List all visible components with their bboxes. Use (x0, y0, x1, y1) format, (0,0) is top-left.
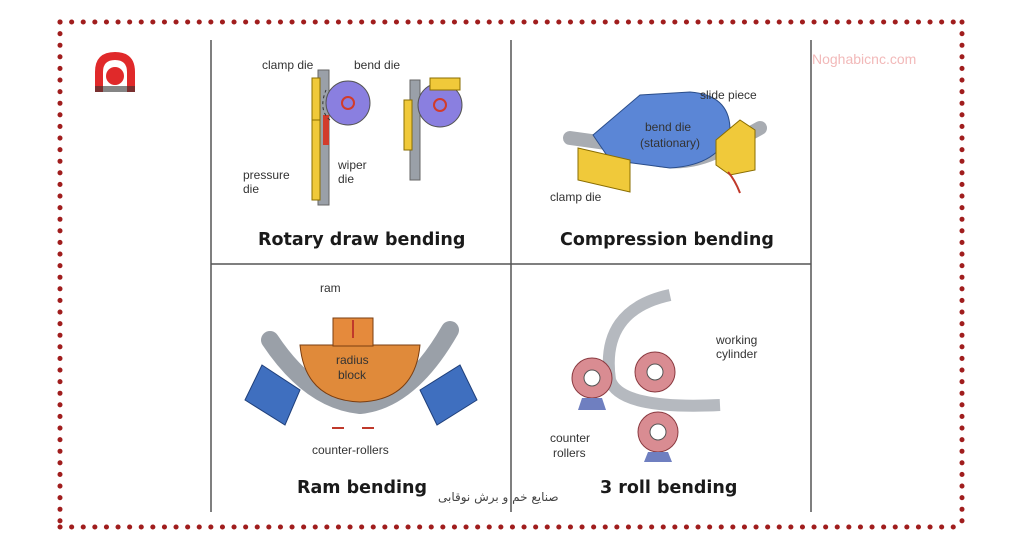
label-working: working (716, 333, 758, 347)
label-counter-rollers: counter-rollers (312, 443, 389, 457)
label-compression-clamp-die: clamp die (550, 190, 602, 204)
label-wiper-die: wiper die (338, 158, 367, 186)
label-clamp-die: clamp die (262, 58, 314, 72)
title-compression: Compression bending (560, 230, 774, 250)
label-compression-bend-die: bend die (645, 120, 692, 134)
label-radius: radius (336, 353, 369, 367)
label-cylinder: cylinder (716, 347, 758, 361)
watermark-text: Noghabicnc.com (812, 51, 917, 67)
title-rotary: Rotary draw bending (258, 230, 466, 250)
rotary-draw-illustration (311, 69, 463, 206)
persian-caption: صنایع خم و برش نوقابی (438, 490, 559, 504)
compression-illustration (563, 91, 767, 194)
three-roll-illustration (571, 289, 721, 462)
label-stationary: (stationary) (640, 136, 701, 150)
label-ram: ram (320, 281, 341, 295)
title-three-roll: 3 roll bending (600, 478, 738, 498)
label-pressure-die: pressure die (243, 168, 290, 196)
label-bend-die: bend die (354, 58, 401, 72)
dotted-border (57, 19, 965, 530)
label-counter: counter (550, 431, 591, 445)
label-block: block (338, 368, 367, 382)
title-ram: Ram bending (297, 478, 427, 498)
grid-lines (210, 40, 812, 512)
ram-illustration (244, 317, 478, 429)
brand-logo (95, 52, 135, 92)
label-rollers: rollers (553, 446, 586, 460)
label-slide-piece: slide piece (700, 88, 757, 102)
